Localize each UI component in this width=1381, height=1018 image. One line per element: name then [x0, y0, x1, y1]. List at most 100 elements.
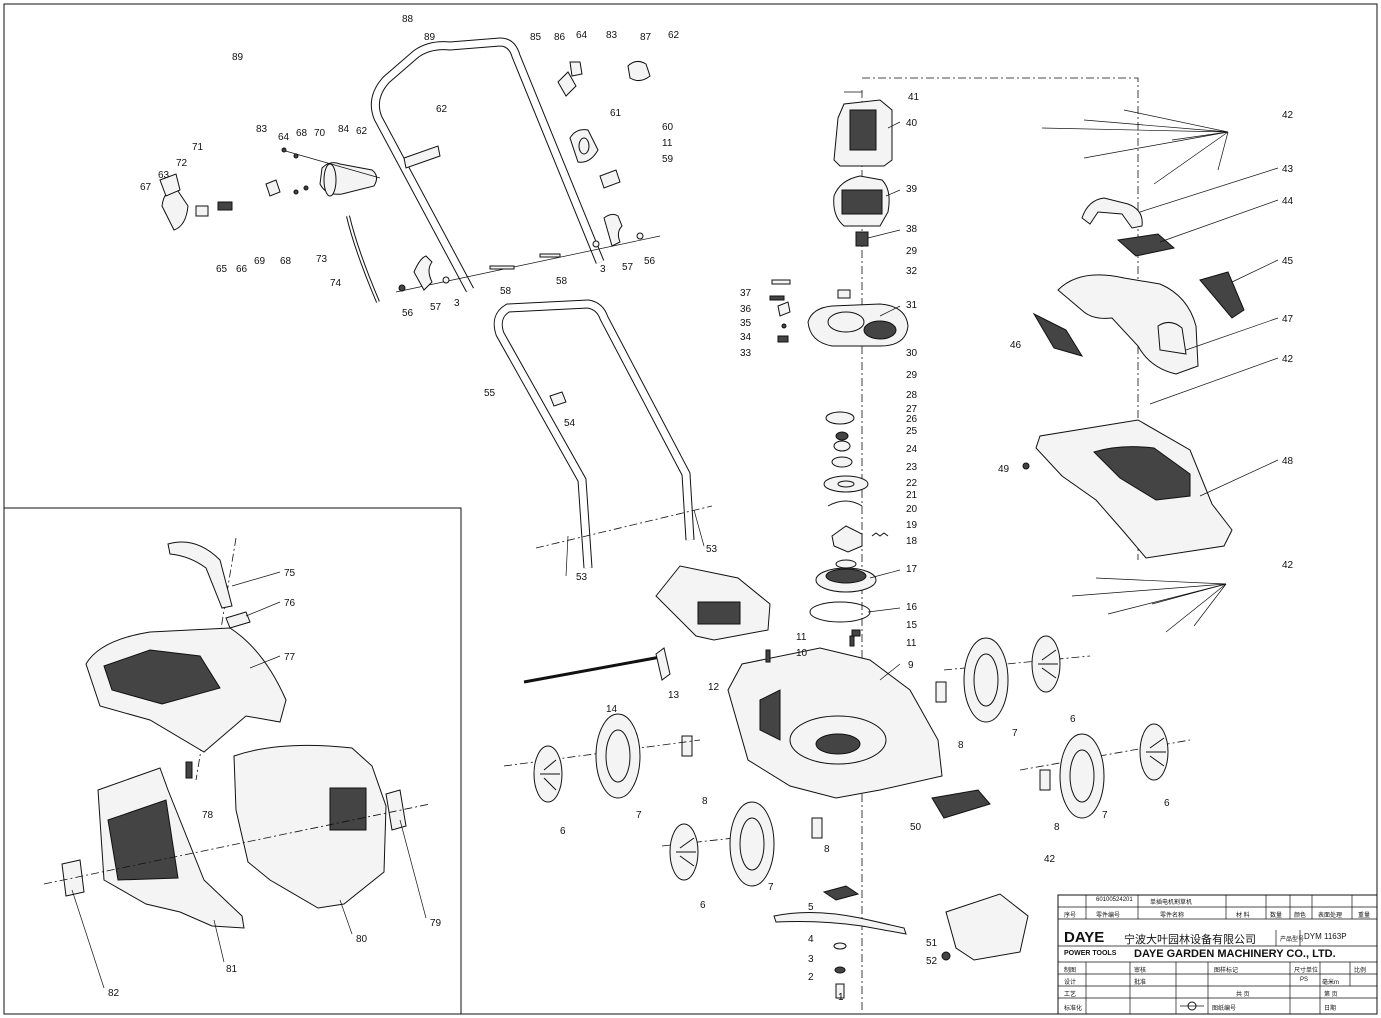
- callout-86: 86: [554, 32, 566, 43]
- callout-15: 15: [906, 620, 918, 631]
- tb-unit-val: 毫米m: [1322, 980, 1339, 986]
- callout-80: 80: [356, 934, 368, 945]
- callout-38: 38: [906, 224, 918, 235]
- upper-handle-group: [159, 19, 661, 303]
- tb-sheets-total: 共 页: [1236, 992, 1250, 998]
- callout-56-b: 56: [402, 308, 414, 319]
- callout-6-b: 6: [700, 900, 706, 911]
- callout-55: 55: [484, 388, 496, 399]
- callout-59: 59: [662, 154, 674, 165]
- callout-62-b: 62: [356, 126, 368, 137]
- tb-company-en: DAYE GARDEN MACHINERY CO., LTD.: [1134, 948, 1336, 960]
- callout-37: 37: [740, 288, 752, 299]
- callout-11-b: 11: [906, 638, 917, 649]
- callout-71: 71: [192, 142, 204, 153]
- callout-7-a: 7: [636, 810, 642, 821]
- callout-32: 32: [906, 266, 918, 277]
- callout-14: 14: [606, 704, 618, 715]
- callout-76: 76: [284, 598, 296, 609]
- callout-68-b: 68: [280, 256, 292, 267]
- callout-19: 19: [906, 520, 918, 531]
- callout-48: 48: [1282, 456, 1294, 467]
- callout-61: 61: [610, 108, 622, 119]
- callout-58-a: 58: [556, 276, 568, 287]
- callout-6-a: 6: [560, 826, 566, 837]
- callout-16: 16: [906, 602, 918, 613]
- callout-41: 41: [908, 92, 920, 103]
- top-cover-group: [1022, 109, 1245, 633]
- callout-8-c: 8: [1054, 822, 1060, 833]
- callout-44: 44: [1282, 196, 1294, 207]
- callout-68-a: 68: [296, 128, 308, 139]
- callout-56-a: 56: [644, 256, 656, 267]
- callout-27: 27: [906, 404, 918, 415]
- callout-11-a: 11: [796, 632, 807, 643]
- callout-12: 12: [708, 682, 720, 693]
- callout-77: 77: [284, 652, 296, 663]
- callout-62-c: 62: [668, 30, 680, 41]
- callout-74: 74: [330, 278, 342, 289]
- tb-h-seq: 序号: [1064, 913, 1077, 919]
- callout-83-a: 83: [256, 124, 268, 135]
- callout-60: 60: [662, 122, 674, 133]
- drawing-border: [3, 3, 1378, 1015]
- callout-53-a: 53: [576, 572, 588, 583]
- callout-52: 52: [926, 956, 938, 967]
- callout-42-c: 42: [1282, 560, 1294, 571]
- callout-labels: 1 2 3 3 3 4 5 6 6 6 6 7 7 7 7 8 8 8 8 9 …: [108, 14, 1294, 1003]
- callout-25: 25: [906, 426, 918, 437]
- callout-89-b: 89: [232, 52, 244, 63]
- callout-7-c: 7: [1012, 728, 1018, 739]
- callout-42-b: 42: [1282, 354, 1294, 365]
- callout-6-c: 6: [1070, 714, 1076, 725]
- grass-catcher-box: [4, 507, 462, 1014]
- tb-drawing-code: 60100524201: [1096, 897, 1133, 903]
- callout-83-b: 83: [606, 30, 618, 41]
- callout-67: 67: [140, 182, 152, 193]
- tb-ps: PS: [1300, 977, 1309, 983]
- tb-h-material: 材 料: [1236, 913, 1250, 919]
- callout-51: 51: [926, 938, 938, 949]
- tb-model: DYM 1163P: [1304, 932, 1347, 941]
- callout-6-d: 6: [1164, 798, 1170, 809]
- callout-43: 43: [1282, 164, 1294, 175]
- callout-66: 66: [236, 264, 248, 275]
- callout-20: 20: [906, 504, 918, 515]
- tb-r-check: 审核: [1134, 968, 1147, 974]
- callout-50: 50: [910, 822, 922, 833]
- lower-handle-group: [493, 299, 713, 569]
- callout-46: 46: [1010, 340, 1022, 351]
- callout-13: 13: [668, 690, 680, 701]
- callout-58-b: 58: [500, 286, 512, 297]
- tb-r-draw: 制图: [1064, 968, 1077, 974]
- tb-h-weight: 重量: [1358, 913, 1371, 919]
- callout-7-d: 7: [1102, 810, 1108, 821]
- callout-88: 88: [402, 14, 414, 25]
- callout-49: 49: [998, 464, 1010, 475]
- callout-22: 22: [906, 478, 918, 489]
- callout-85: 85: [530, 32, 542, 43]
- tb-h-color: 颜色: [1294, 913, 1307, 919]
- callout-73: 73: [316, 254, 328, 265]
- callout-8-d: 8: [824, 844, 830, 855]
- tb-model-label: 产品型号: [1280, 937, 1305, 943]
- grass-catcher-group: [43, 537, 431, 929]
- callout-7-b: 7: [768, 882, 774, 893]
- callout-82: 82: [108, 988, 120, 999]
- tb-h-surface: 表面处理: [1318, 913, 1343, 919]
- tb-h-part-no: 零件编号: [1096, 913, 1121, 919]
- tb-brand-sub: POWER TOOLS: [1064, 950, 1117, 957]
- tb-sheet-no: 第 页: [1324, 992, 1338, 998]
- callout-33: 33: [740, 348, 752, 359]
- tb-product-name: 单插电机割草机: [1150, 900, 1193, 906]
- callout-26: 26: [906, 414, 918, 425]
- tb-unit: 尺寸单位: [1294, 968, 1319, 974]
- callout-29-a: 29: [906, 246, 918, 257]
- title-block-frame: [1057, 894, 1378, 1015]
- callout-70: 70: [314, 128, 326, 139]
- tb-h-part-name: 零件名称: [1160, 913, 1185, 919]
- tb-stage-mark: 图样标记: [1214, 968, 1239, 974]
- callout-8-b: 8: [958, 740, 964, 751]
- callout-42-a: 42: [1282, 110, 1294, 121]
